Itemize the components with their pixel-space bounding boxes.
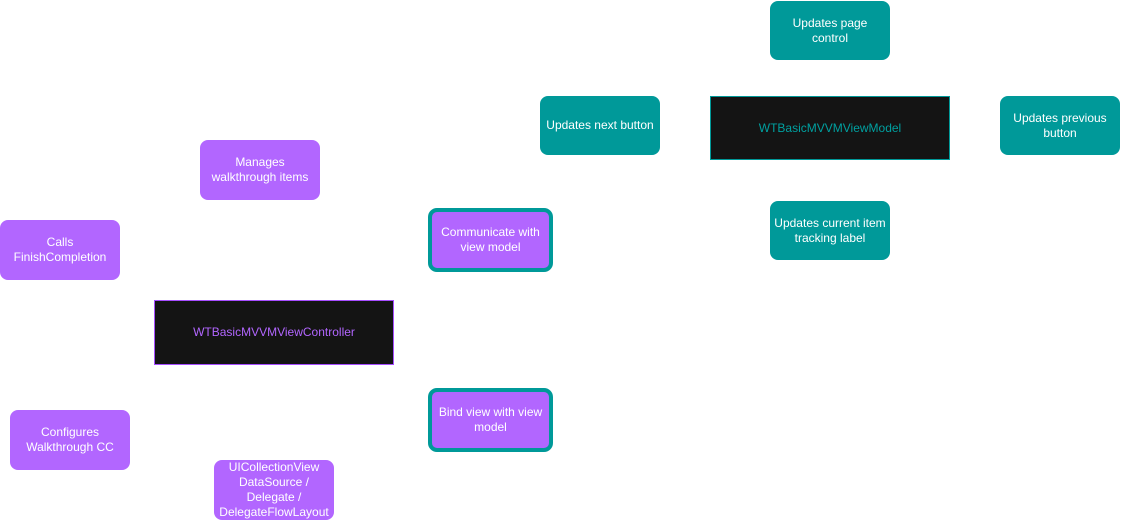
updates-previous-button-node: Updates previous button [1000, 96, 1120, 155]
bind-view-with-view-model-node: Bind view with view model [428, 388, 553, 452]
calls-finish-completion-node: Calls FinishCompletion [0, 220, 120, 280]
view-controller-node: WTBasicMVVMViewController [154, 300, 394, 365]
manages-walkthrough-items-node: Manages walkthrough items [200, 140, 320, 200]
updates-page-control-node: Updates page control [770, 1, 890, 60]
communicate-with-view-model-node: Communicate with view model [428, 208, 553, 272]
view-model-node: WTBasicMVVMViewModel [710, 96, 950, 160]
configures-walkthrough-cc-node: Configures Walkthrough CC [10, 410, 130, 470]
updates-next-button-node: Updates next button [540, 96, 660, 155]
collection-view-datasource-delegate-node: UICollectionView DataSource / Delegate /… [214, 460, 334, 520]
updates-current-item-tracking-label-node: Updates current item tracking label [770, 201, 890, 260]
